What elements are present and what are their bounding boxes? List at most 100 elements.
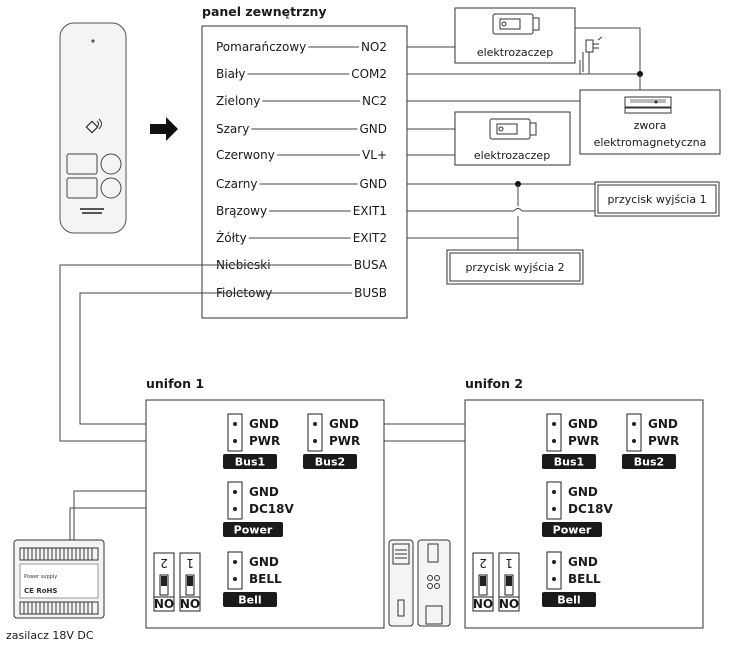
wire-color-label: Szary: [216, 122, 249, 136]
terminal-pin-label: GND: [249, 555, 279, 569]
exit-button-1: przycisk wyjścia 1: [594, 181, 720, 217]
terminal-pin-label: PWR: [568, 434, 599, 448]
strike-1-label: elektrozaczep: [477, 46, 553, 59]
terminal-pin-label: DC18V: [568, 502, 613, 516]
exit-button-1-label: przycisk wyjścia 1: [607, 193, 706, 206]
terminal-tag-label: Bus1: [235, 456, 265, 469]
magnetic-lock: zwora elektromagnetyczna: [579, 89, 721, 155]
terminal-tag-label: Bus2: [634, 456, 664, 469]
unifon-2-terminals: GNDPWRBus1GNDPWRBus2GNDDC18VPowerGNDBELL…: [472, 413, 679, 612]
psu-marks: CE RoHS: [24, 587, 57, 595]
wire-terminal-label: BUSA: [354, 258, 388, 272]
dip-switch-no-label: NO: [180, 597, 200, 611]
strike-1: elektrozaczep: [454, 7, 576, 64]
terminal-pin-label: BELL: [249, 572, 282, 586]
unifon2-bell-terminal: GND BELL Bell: [542, 551, 601, 607]
terminal-tag-label: Bus2: [315, 456, 345, 469]
unifon2-bus2-terminal: GND PWR Bus2: [622, 413, 679, 469]
unifon1-bus1-terminal: GND PWR Bus1: [223, 413, 280, 469]
dip-switch-no-label: NO: [154, 597, 174, 611]
terminal-pin-label: GND: [648, 417, 678, 431]
terminal-tag-label: Bell: [238, 594, 261, 607]
wire-color-label: Czerwony: [216, 148, 275, 162]
terminal-tag-label: Power: [553, 524, 592, 537]
wire-terminal-label: GND: [359, 122, 387, 136]
psu-top-terminals: [19, 547, 99, 561]
wire-color-label: Pomarańczowy: [216, 40, 306, 54]
exit-button-2-label: przycisk wyjścia 2: [465, 261, 564, 274]
wire-color-label: Żółty: [216, 230, 247, 245]
unifon1-bell-terminal: GND BELL Bell: [223, 551, 282, 607]
wire-terminal-label: EXIT1: [353, 204, 387, 218]
terminal-pin-label: PWR: [249, 434, 280, 448]
terminal-tag: [303, 454, 357, 469]
terminal-pin-label: GND: [568, 555, 598, 569]
terminal-pin-label: GND: [568, 417, 598, 431]
terminal-tag: [542, 454, 596, 469]
unifon1-dip-switch[interactable]: 2NO 1NO: [153, 552, 201, 612]
terminal-pin-label: GND: [329, 417, 359, 431]
outdoor-panel-illustration: [59, 22, 127, 234]
wire-terminal-label: GND: [359, 177, 387, 191]
terminal-pin-label: GND: [249, 485, 279, 499]
maglock-label-2: elektromagnetyczna: [594, 136, 707, 149]
unifon1-bus2-terminal: GND PWR Bus2: [303, 413, 360, 469]
rfid-icon: [85, 118, 102, 134]
terminal-tag: [542, 592, 596, 607]
unifon-2-title: unifon 2: [465, 376, 523, 391]
wire-terminal-label: COM2: [351, 67, 387, 81]
terminal-pin-label: GND: [249, 417, 279, 431]
magnetic-lock-icon: [624, 96, 672, 114]
wire-terminal-label: NO2: [361, 40, 387, 54]
terminal-tag: [223, 454, 277, 469]
psu-bottom-terminals: [19, 601, 99, 615]
unifon2-dip-switch[interactable]: 2NO 1NO: [472, 552, 520, 612]
maglock-label-1: zwora: [634, 119, 667, 132]
strike-2: elektrozaczep: [454, 111, 571, 166]
strike-2-label: elektrozaczep: [474, 149, 550, 162]
terminal-tag: [223, 522, 283, 537]
terminal-tag-label: Bell: [557, 594, 580, 607]
dip-switch-number: 1: [186, 556, 194, 570]
terminal-pin-label: GND: [568, 485, 598, 499]
unifon-1-terminals: GNDPWRBus1GNDPWRBus2GNDDC18VPowerGNDBELL…: [153, 413, 360, 612]
exit-button-2: przycisk wyjścia 2: [446, 249, 584, 285]
power-plug-icon: [582, 36, 603, 72]
terminal-tag: [622, 454, 676, 469]
electric-strike-icon: [492, 13, 540, 35]
psu-label-text: Power supply: [24, 574, 57, 580]
terminal-tag-label: Power: [234, 524, 273, 537]
terminal-tag-label: Bus1: [554, 456, 584, 469]
terminal-pin-label: PWR: [329, 434, 360, 448]
wire-color-label: Biały: [216, 67, 245, 81]
dip-switch-number: 2: [479, 556, 487, 570]
wire-color-label: Zielony: [216, 94, 260, 108]
arrow-right-icon: [150, 117, 178, 141]
unifon2-bus1-terminal: GND PWR Bus1: [542, 413, 599, 469]
dip-switch-number: 1: [505, 556, 513, 570]
unifon-1-title: unifon 1: [146, 376, 204, 391]
wire-color-label: Czarny: [216, 177, 257, 191]
wire-color-label: Brązowy: [216, 204, 267, 218]
terminal-tag: [223, 592, 277, 607]
psu-label: zasilacz 18V DC: [6, 629, 94, 642]
dip-switch-number: 2: [160, 556, 168, 570]
power-supply: Power supply CE RoHS: [13, 539, 105, 619]
dip-switch-no-label: NO: [499, 597, 519, 611]
terminal-tag: [542, 522, 602, 537]
wire-terminal-label: EXIT2: [353, 231, 387, 245]
terminal-pin-label: DC18V: [249, 502, 294, 516]
unifon2-power-terminal: GND DC18V Power: [542, 481, 613, 537]
electric-strike-icon: [489, 118, 537, 140]
wire-terminal-label: VL+: [362, 148, 387, 162]
panel-title: panel zewnętrzny: [202, 4, 327, 19]
panel-wiring: [407, 27, 643, 250]
panel-terminal-box: [201, 25, 408, 319]
handset-illustration: [388, 539, 451, 627]
terminal-pin-label: PWR: [648, 434, 679, 448]
wire-terminal-label: NC2: [362, 94, 387, 108]
wire-terminal-label: BUSB: [354, 286, 387, 300]
unifon1-power-terminal: GND DC18V Power: [223, 481, 294, 537]
dip-switch-no-label: NO: [473, 597, 493, 611]
terminal-pin-label: BELL: [568, 572, 601, 586]
